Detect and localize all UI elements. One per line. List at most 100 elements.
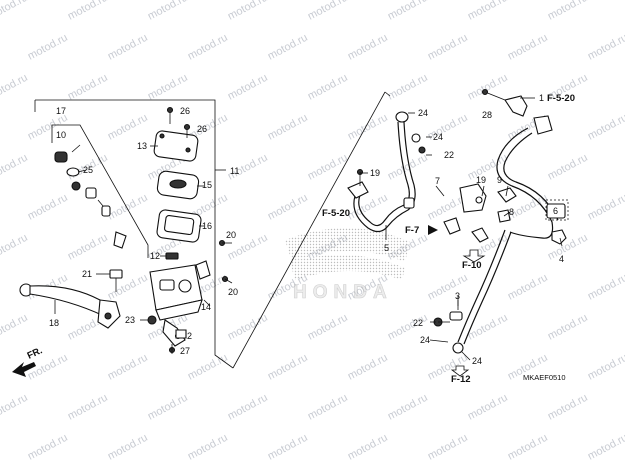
watermark: motod.ru	[266, 432, 310, 463]
watermark: motod.ru	[466, 392, 510, 423]
watermark: motod.ru	[106, 432, 150, 463]
callout-26a: 26	[180, 106, 190, 116]
watermark: motod.ru	[266, 352, 310, 383]
callout-28: 28	[482, 110, 492, 120]
callout-25: 25	[83, 165, 93, 175]
lower-brake-hose	[433, 88, 567, 354]
upper-brake-hose	[347, 111, 426, 233]
reservoir-cap-parts	[150, 130, 204, 243]
ref-f7: F-7	[405, 225, 419, 236]
watermark: motod.ru	[186, 432, 230, 463]
watermark: motod.ru	[346, 32, 390, 63]
callout-16: 16	[202, 221, 212, 231]
watermark: motod.ru	[466, 72, 510, 103]
callout-23: 23	[125, 315, 135, 325]
honda-wordmark: HONDA	[293, 282, 393, 303]
screws-26	[166, 106, 191, 138]
watermark: motod.ru	[426, 32, 470, 63]
callout-24b: 24	[433, 132, 443, 142]
watermark: motod.ru	[386, 72, 430, 103]
callout-5: 5	[384, 243, 389, 253]
ref-f5-20-top: F-5-20	[547, 93, 575, 104]
callout-4: 4	[559, 254, 564, 264]
watermark: motod.ru	[26, 32, 70, 63]
callout-22a: 22	[444, 150, 454, 160]
watermark: motod.ru	[66, 392, 110, 423]
watermark: motod.ru	[306, 0, 350, 23]
watermark: motod.ru	[466, 0, 510, 23]
callout-19b: 19	[476, 175, 486, 185]
watermark: motod.ru	[226, 0, 270, 23]
callout-20b: 20	[228, 287, 238, 297]
watermark: motod.ru	[0, 0, 30, 23]
brake-lever	[19, 283, 121, 329]
callout-27: 27	[180, 346, 190, 356]
watermark: motod.ru	[426, 272, 470, 303]
callout-15: 15	[202, 180, 212, 190]
ref-f10: F-10	[462, 260, 482, 271]
diagram-code: MKAEF0510	[523, 373, 566, 382]
watermark: motod.ru	[586, 112, 625, 143]
watermark: motod.ru	[586, 192, 625, 223]
callout-24a: 24	[418, 108, 428, 118]
callout-6: 6	[553, 206, 558, 216]
ref-f5-20-left: F-5-20	[322, 208, 350, 219]
small-hardware	[96, 239, 233, 354]
piston-kit-parts	[54, 144, 127, 249]
callout-13: 13	[137, 141, 147, 151]
watermark: motod.ru	[546, 392, 590, 423]
watermark: motod.ru	[146, 392, 190, 423]
callout-10: 10	[56, 130, 66, 140]
callout-18: 18	[49, 318, 59, 328]
callout-9: 9	[497, 175, 502, 185]
callout-20a: 20	[226, 230, 236, 240]
watermark: motod.ru	[466, 152, 510, 183]
watermark: motod.ru	[106, 352, 150, 383]
front-label: FR.	[26, 345, 45, 361]
callout-21: 21	[82, 269, 92, 279]
watermark: motod.ru	[346, 352, 390, 383]
watermark: motod.ru	[546, 152, 590, 183]
watermark: motod.ru	[0, 152, 30, 183]
watermark: motod.ru	[386, 392, 430, 423]
callout-19a: 19	[370, 168, 380, 178]
watermark: motod.ru	[546, 312, 590, 343]
watermark: motod.ru	[66, 72, 110, 103]
honda-logo: HONDA	[285, 227, 410, 303]
watermark: motod.ru	[266, 192, 310, 223]
callout-17: 17	[56, 106, 66, 116]
callout-labels: 1 2 3 4 5 6 7 8 9 10 11 12 13 14 15 16 1…	[49, 93, 564, 366]
watermark: motod.ru	[426, 432, 470, 463]
watermark: motod.ru	[186, 352, 230, 383]
watermark: motod.ru	[266, 112, 310, 143]
watermark: motod.ru	[106, 192, 150, 223]
watermark: motod.ru	[26, 192, 70, 223]
watermark: motod.ru	[226, 312, 270, 343]
front-direction-arrow	[12, 362, 36, 377]
arrow-f12	[450, 365, 470, 377]
callout-14: 14	[201, 302, 211, 312]
cross-references: F-5-20 F-5-20 F-7 F-10 F-12 FR. MKAEF051…	[26, 93, 575, 385]
watermark: motod.ru	[146, 72, 190, 103]
callout-7: 7	[435, 176, 440, 186]
callout-24c: 24	[420, 335, 430, 345]
watermark: motod.ru	[146, 0, 190, 23]
watermark: motod.ru	[306, 152, 350, 183]
watermark: motod.ru	[506, 32, 550, 63]
callout-26b: 26	[197, 124, 207, 134]
callout-3: 3	[455, 291, 460, 301]
watermark: motod.ru	[506, 272, 550, 303]
arrow-f7	[428, 225, 438, 235]
watermark: motod.ru	[66, 232, 110, 263]
leader-lines	[360, 97, 563, 361]
watermark: motod.ru	[546, 0, 590, 23]
watermark: motod.ru	[346, 432, 390, 463]
watermark: motod.ru	[26, 432, 70, 463]
watermark: motod.ru	[306, 392, 350, 423]
watermark: motod.ru	[586, 432, 625, 463]
watermark: motod.ru	[266, 32, 310, 63]
arrow-f10	[462, 249, 486, 263]
ref-f12: F-12	[451, 374, 471, 385]
